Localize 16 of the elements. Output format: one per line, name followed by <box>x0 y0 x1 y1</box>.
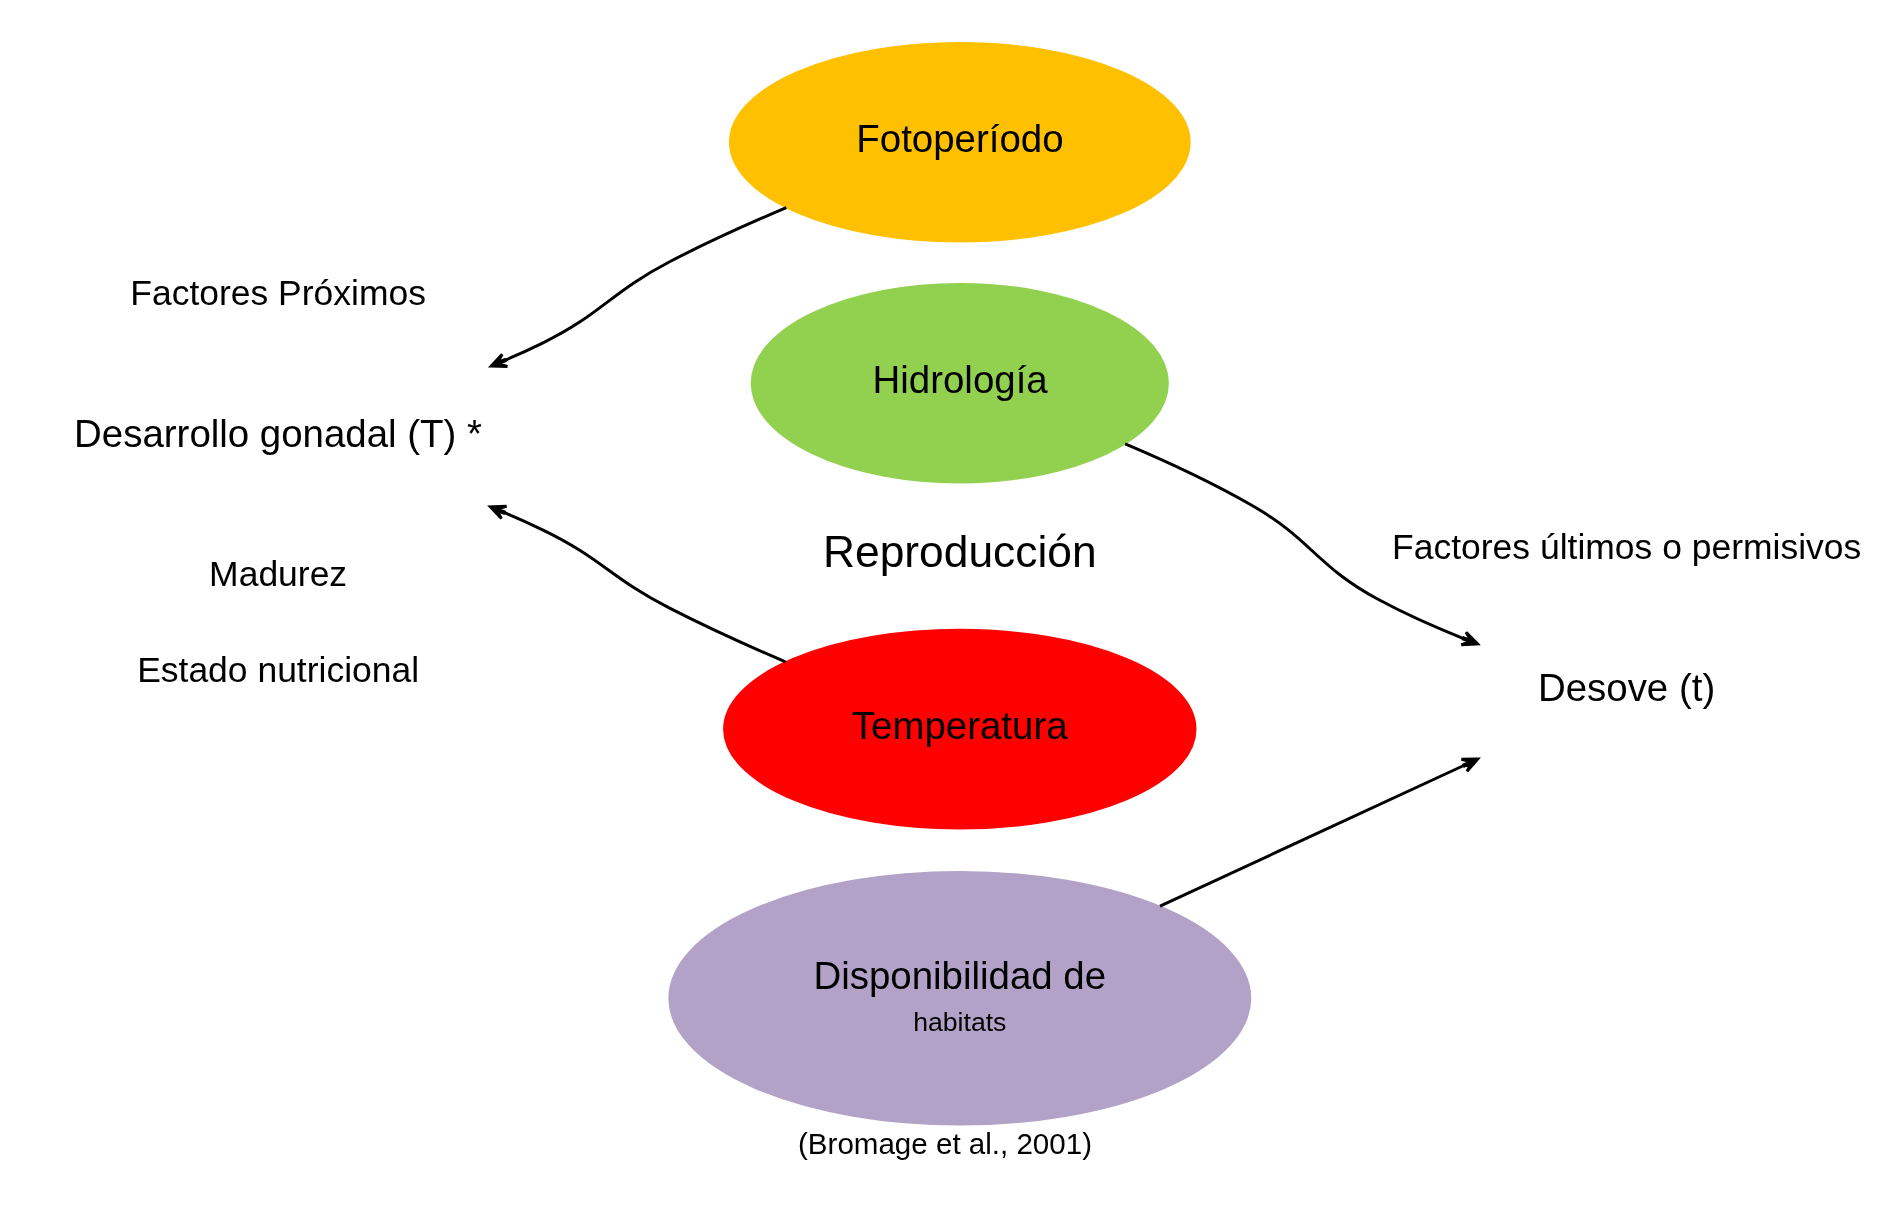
node-ellipse: Fotoperíodo <box>728 41 1191 243</box>
node-ellipse: Temperatura <box>723 628 1197 830</box>
label: Factores Próximos <box>130 273 426 314</box>
caption: (Bromage et al., 2001) <box>798 1127 1092 1161</box>
label: Reproducción <box>822 527 1097 577</box>
node-ellipse: Disponibilidad de habitats <box>668 870 1252 1126</box>
arrow <box>1124 442 1479 647</box>
node-text: Desarrollo gonadal (T) * <box>74 411 482 455</box>
arrow <box>1159 757 1480 908</box>
node-ellipse: Hidrología <box>750 282 1169 484</box>
label: Estado nutricional <box>137 650 420 691</box>
arrow <box>489 206 787 368</box>
arrow <box>488 504 787 664</box>
node-text: Desove (t) <box>1537 665 1716 709</box>
label: Factores últimos o permisivos <box>1392 527 1862 568</box>
label: Madurez <box>209 554 348 595</box>
